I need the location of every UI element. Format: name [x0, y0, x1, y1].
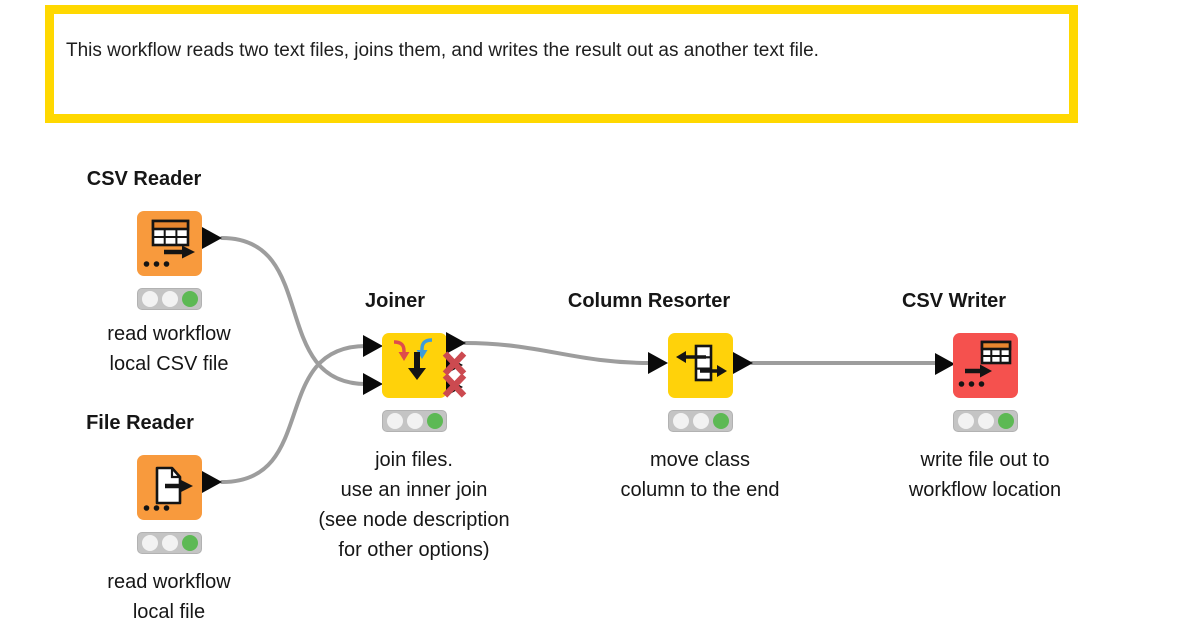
output-port-1[interactable] [446, 332, 466, 354]
caption-line: (see node description [318, 509, 510, 531]
status-light-yellow [161, 291, 178, 307]
node-csv-reader[interactable]: CSV Reader read workflow local CS [87, 168, 231, 375]
status-light-red [141, 291, 158, 307]
workflow-annotation[interactable]: This workflow reads two text files, join… [45, 5, 1078, 123]
caption-line: move class [649, 449, 751, 471]
inactive-port-x-icon [442, 373, 467, 398]
node-body-csv-reader[interactable] [137, 211, 202, 276]
node-body-joiner[interactable] [382, 333, 447, 398]
node-csv-writer[interactable]: CSV Writer write file out to work [902, 290, 1061, 501]
status-traffic-light [137, 288, 202, 310]
status-light-red [957, 413, 974, 429]
caption-line: read workflow [107, 571, 231, 593]
status-light-yellow [692, 413, 709, 429]
status-light-red [672, 413, 689, 429]
file-document-export-icon [143, 466, 193, 511]
node-joiner[interactable]: Joiner [318, 290, 509, 561]
node-caption: read workflow local CSV file [107, 319, 230, 379]
input-port-2[interactable] [363, 373, 383, 395]
status-light-green [181, 291, 198, 307]
status-traffic-light [668, 410, 733, 432]
node-title: Joiner [364, 290, 426, 312]
status-light-yellow [406, 413, 423, 429]
node-caption: move class column to the end [621, 445, 780, 505]
caption-line: local CSV file [109, 353, 229, 375]
node-title: CSV Writer [901, 290, 1007, 312]
status-traffic-light [382, 410, 447, 432]
caption-line: join files. [375, 449, 453, 471]
output-port[interactable] [202, 227, 222, 249]
inactive-port-x-icon [442, 351, 467, 376]
status-light-green [997, 413, 1014, 429]
status-light-yellow [161, 535, 178, 551]
node-body-column-resorter[interactable] [668, 333, 733, 398]
connection-file-reader-to-joiner[interactable] [220, 344, 368, 484]
status-traffic-light [953, 410, 1018, 432]
caption-line: write file out to [920, 449, 1050, 471]
status-traffic-light [137, 532, 202, 554]
caption-line: use an inner join [340, 479, 488, 501]
connection-joiner-to-column-resorter[interactable] [463, 341, 652, 365]
connection-csv-reader-to-joiner[interactable] [220, 236, 368, 386]
node-file-reader[interactable]: File Reader read workflow local file [86, 412, 231, 623]
node-title: CSV Reader [86, 168, 202, 190]
csv-table-export-icon [143, 219, 195, 267]
input-port[interactable] [935, 353, 955, 375]
status-light-yellow [977, 413, 994, 429]
caption-line: read workflow [107, 323, 231, 345]
node-title: Column Resorter [567, 290, 731, 312]
output-port[interactable] [202, 471, 222, 493]
node-body-file-reader[interactable] [137, 455, 202, 520]
input-port-1[interactable] [363, 335, 383, 357]
column-resort-arrows-icon [676, 344, 727, 382]
node-caption: join files. use an inner join (see node … [318, 445, 509, 565]
status-light-red [141, 535, 158, 551]
join-merge-arrows-icon [393, 338, 433, 380]
csv-table-write-icon [958, 340, 1012, 387]
node-title: File Reader [86, 412, 194, 434]
status-light-red [386, 413, 403, 429]
node-caption: write file out to workflow location [909, 445, 1061, 505]
caption-line: workflow location [908, 479, 1062, 501]
annotation-text: This workflow reads two text files, join… [66, 40, 819, 61]
node-caption: read workflow local file [107, 567, 230, 627]
status-light-green [426, 413, 443, 429]
caption-line: for other options) [338, 539, 490, 561]
caption-line: column to the end [620, 479, 780, 501]
output-port[interactable] [733, 352, 753, 374]
node-column-resorter[interactable]: Column Resorter move class column to the… [568, 290, 780, 501]
caption-line: local file [132, 601, 206, 623]
status-light-green [712, 413, 729, 429]
status-light-green [181, 535, 198, 551]
input-port[interactable] [648, 352, 668, 374]
node-body-csv-writer[interactable] [953, 333, 1018, 398]
